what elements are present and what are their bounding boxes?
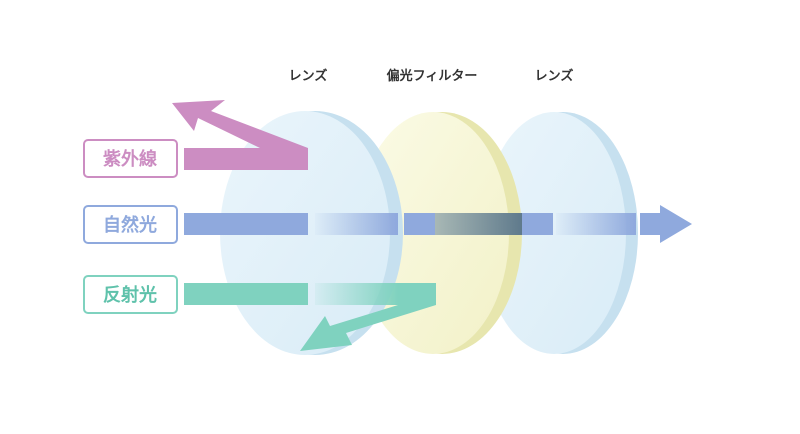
natural-light-between-filter-lens (522, 213, 553, 235)
reflected-light-incoming (184, 283, 308, 305)
layer-label-lens-front: レンズ (289, 68, 328, 84)
uv-tag: 紫外線 (83, 139, 178, 178)
natural-light-exit-arrow (640, 205, 692, 243)
natural-light-tag: 自然光 (83, 205, 178, 244)
natural-light-in-lens-front (315, 213, 398, 235)
natural-light-in-lens-back (556, 213, 636, 235)
natural-light-in-filter (435, 213, 522, 235)
layer-label-lens-back: レンズ (535, 68, 574, 84)
layer-label-polarizing-filter: 偏光フィルター (387, 68, 478, 84)
uv-label: 紫外線 (103, 148, 157, 170)
natural-light-between-lens-filter (404, 213, 435, 235)
natural-light-label: 自然光 (103, 214, 157, 236)
reflected-light-bounce-arrow (300, 283, 436, 351)
reflected-light-label: 反射光 (103, 284, 157, 306)
natural-light-incoming (184, 213, 308, 235)
uv-reflected-arrow (172, 100, 308, 170)
reflected-light-path (184, 283, 436, 351)
natural-light-path (184, 205, 692, 243)
reflected-light-tag: 反射光 (83, 275, 178, 314)
uv-light-path (172, 100, 308, 170)
reflected-light-in-lens-front (315, 283, 398, 305)
